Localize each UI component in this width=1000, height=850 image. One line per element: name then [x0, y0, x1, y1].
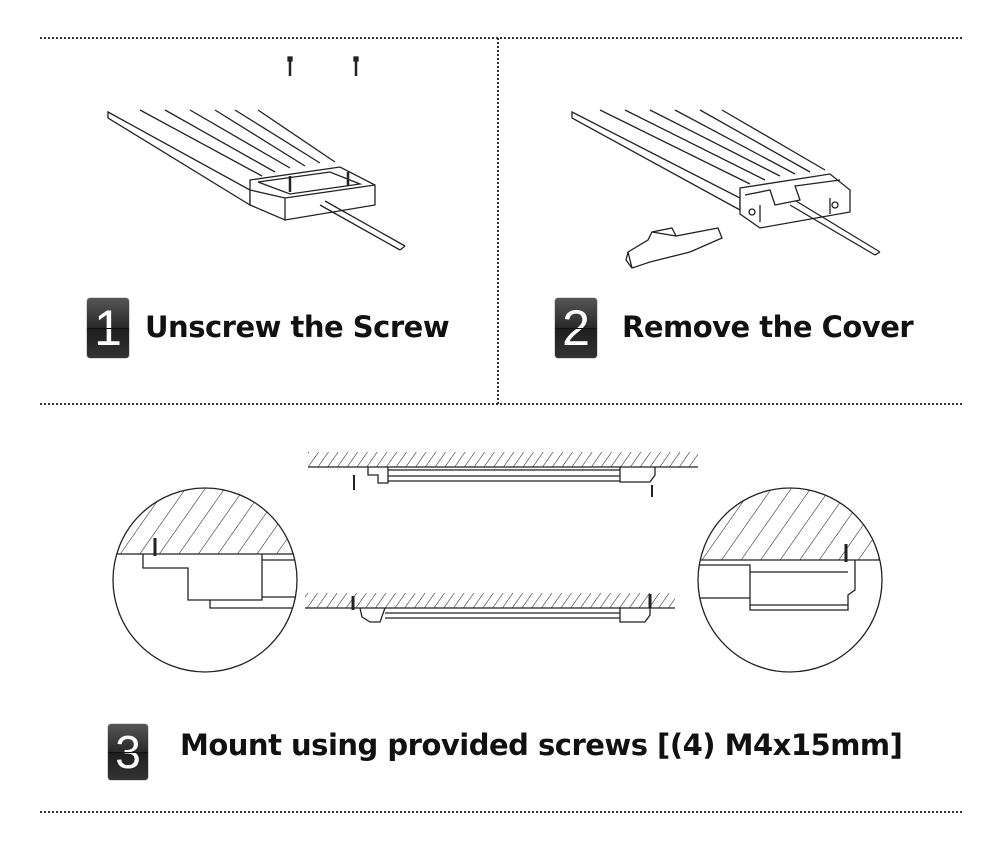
step-3-badge: 3 [108, 724, 148, 780]
divider-vertical [497, 38, 499, 404]
step-2-title: Remove the Cover [622, 310, 914, 344]
step-1-title: Unscrew the Screw [145, 310, 450, 344]
divider-bottom [40, 811, 962, 813]
step-3-title: Mount using provided screws [(4) M4x15mm… [180, 728, 903, 762]
divider-middle [40, 403, 962, 405]
ceiling-fixture-before [308, 452, 698, 497]
loose-screw-icon [353, 56, 359, 76]
divider-top [40, 37, 962, 39]
step-1-badge: 1 [87, 298, 129, 358]
step1-fixture-illustration [107, 56, 406, 251]
detail-circle-right [697, 487, 883, 673]
step2-fixture-illustration [571, 109, 881, 269]
detail-circle-left [112, 487, 298, 673]
ceiling-fixture-mounted [305, 593, 675, 623]
step-2-badge: 2 [555, 298, 597, 358]
loose-screw-icon [287, 56, 293, 76]
